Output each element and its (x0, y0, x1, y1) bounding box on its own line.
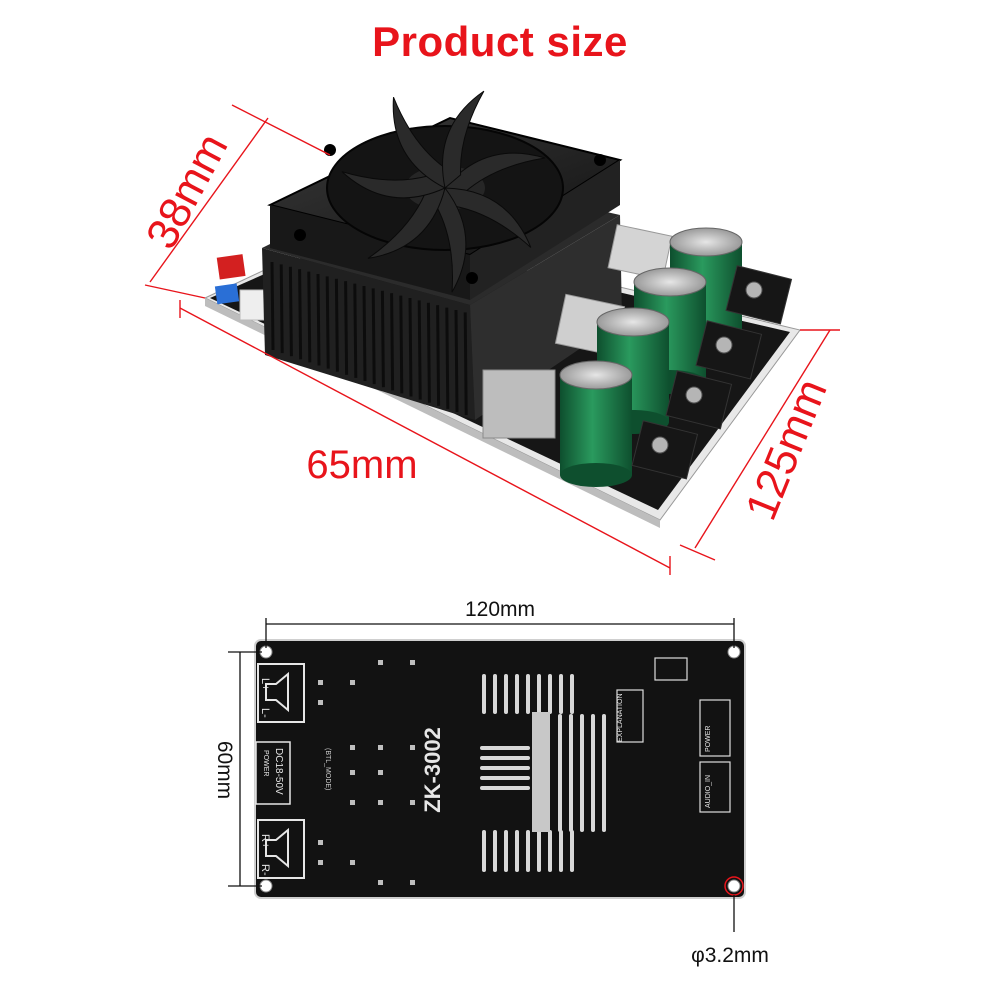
board-bottom-view (254, 639, 746, 899)
red-connector (216, 254, 246, 280)
page-title: Product size (372, 18, 628, 65)
audio-in-label: AUDIO_IN (705, 775, 712, 808)
blue-potentiometer (214, 283, 240, 305)
screw-terminal (725, 265, 793, 325)
explanation-label: EXPLANATION (617, 694, 624, 743)
right-plus-label: R+ (259, 834, 271, 848)
model-label: ZK-3002 (420, 727, 445, 813)
btl-mode-label: (BTL_MODE) (324, 748, 331, 790)
screw-terminal (631, 420, 699, 480)
dimension-lines-flat (228, 618, 735, 932)
film-capacitor (482, 369, 556, 439)
board-length-label: 120mm (465, 598, 535, 621)
screw-terminal (665, 370, 733, 430)
cooling-fan (267, 90, 623, 300)
white-connector (239, 289, 265, 321)
power-voltage-label: DC18-50V (273, 748, 284, 795)
board-3d-view (203, 90, 801, 528)
board-width-label: 60mm (213, 741, 236, 799)
dimension-lines-3d (144, 104, 840, 575)
height-dimension-label: 38mm (137, 126, 238, 257)
power-right-label: POWER (705, 726, 712, 752)
screw-terminal (695, 320, 763, 380)
left-minus-label: L- (259, 708, 271, 718)
power-title-label: POWER (262, 750, 269, 776)
right-minus-label: R- (259, 864, 271, 876)
electrolytic-capacitor (559, 360, 633, 487)
mounting-hole (727, 879, 741, 893)
width-dimension-label: 65mm (306, 443, 417, 487)
left-plus-label: L+ (259, 678, 271, 691)
hole-diameter-label: φ3.2mm (691, 944, 769, 967)
